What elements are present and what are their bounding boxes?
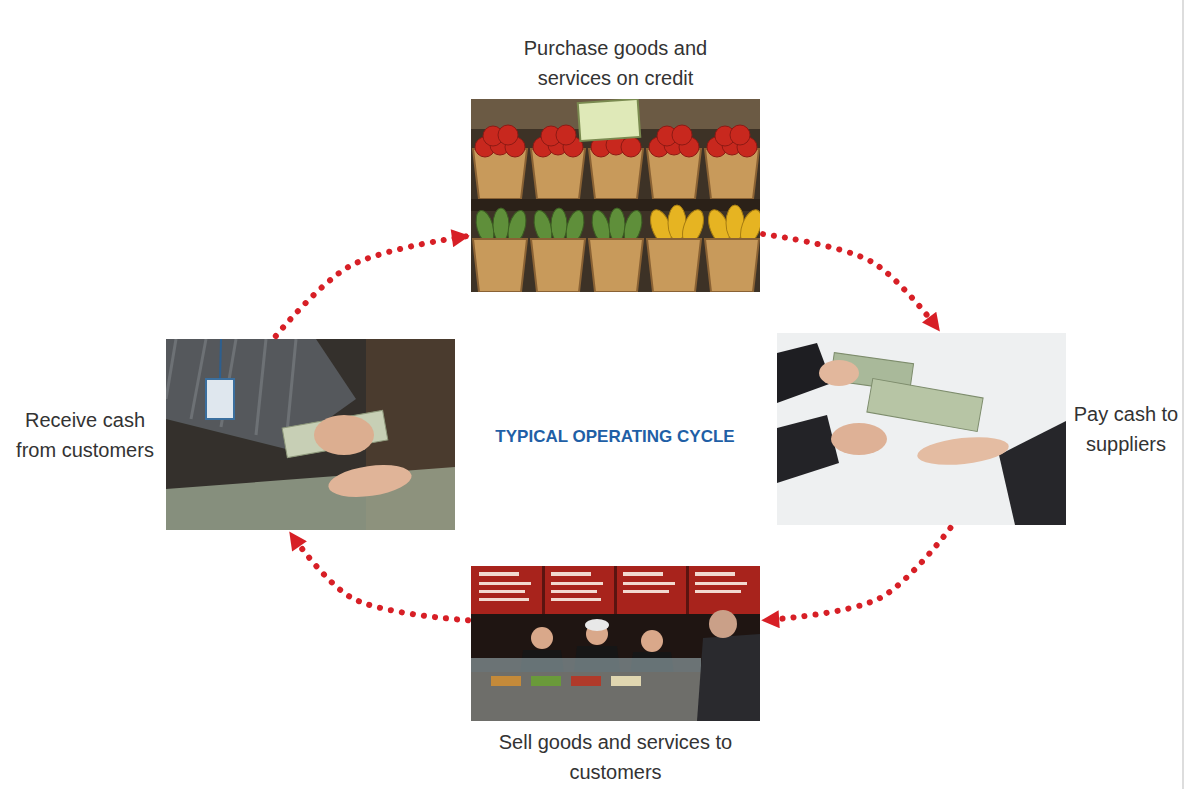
cycle-arrow — [276, 236, 468, 336]
produce-photo — [471, 99, 760, 292]
page-rule — [1183, 0, 1184, 789]
step-caption: Pay cash to suppliers — [1072, 399, 1180, 459]
cycle-arrow — [290, 533, 468, 620]
cycle-arrow — [763, 234, 939, 330]
payment-photo — [777, 333, 1066, 525]
step-node: Sell goods and services to customers — [471, 566, 760, 721]
cycle-arrow — [763, 528, 950, 620]
step-node: Purchase goods and services on credit — [471, 99, 760, 292]
step-node: Pay cash to suppliers — [777, 333, 1066, 525]
step-caption: Receive cash from customers — [10, 405, 160, 465]
restaurant-photo — [471, 566, 760, 721]
step-node: Receive cash from customers — [166, 339, 455, 530]
receipt-photo — [166, 339, 455, 530]
step-caption: Sell goods and services to customers — [486, 727, 746, 787]
cycle-title: TYPICAL OPERATING CYCLE — [495, 427, 734, 447]
step-caption: Purchase goods and services on credit — [501, 33, 731, 93]
